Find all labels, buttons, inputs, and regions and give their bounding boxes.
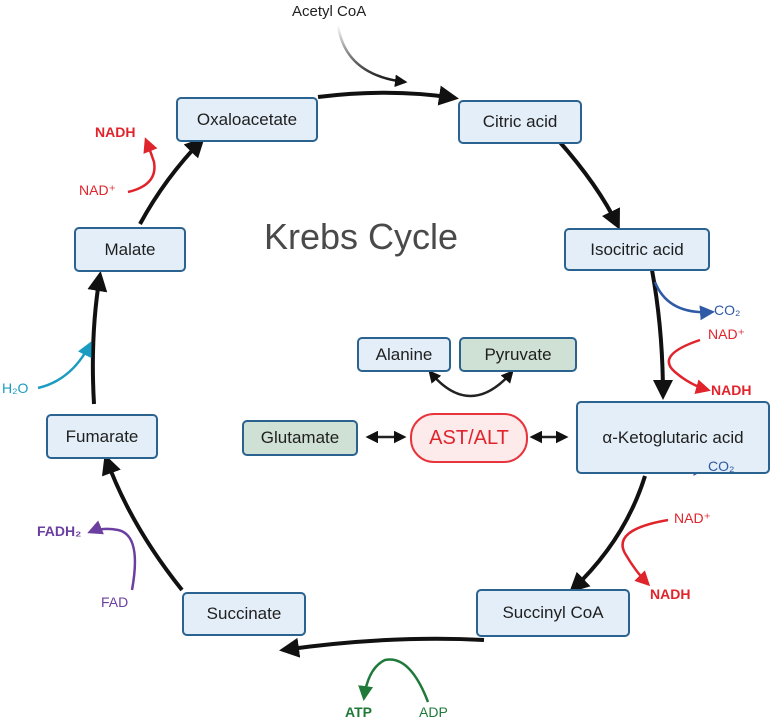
box-isocitric-acid: Isocitric acid — [564, 228, 710, 271]
label-co2-isocitric: CO₂ — [714, 302, 741, 318]
label-atp: ATP — [345, 704, 372, 720]
enzyme-ast-alt: AST/ALT — [410, 413, 528, 463]
box-fumarate: Fumarate — [46, 414, 158, 459]
arrow-fad-to-fadh2 — [87, 520, 137, 591]
box-malate: Malate — [74, 227, 186, 272]
arrow-succinate-to-fumarate — [101, 454, 184, 592]
arrow-nad-to-nadh-isocitric — [667, 338, 711, 395]
label-nad-akg: NAD⁺ — [674, 510, 711, 526]
box-pyruvate: Pyruvate — [459, 337, 577, 372]
box-alpha-ketoglutaric-acid: α-Ketoglutaric acid — [576, 401, 770, 474]
arrow-nad-to-nadh-akg — [621, 518, 669, 587]
arrow-alanine-pyruvate — [428, 370, 514, 398]
box-succinate: Succinate — [182, 592, 306, 636]
label-nadh-isocitric: NADH — [711, 382, 752, 398]
arrow-h2o-in — [37, 341, 92, 390]
arrow-malate-to-oxaloacetate — [138, 137, 205, 225]
arrow-fumarate-to-malate — [87, 271, 108, 405]
arrow-co2-from-isocitric — [653, 281, 715, 321]
label-co2-akg: CO₂ — [708, 458, 735, 474]
label-nadh-malate: NADH — [95, 124, 136, 140]
arrow-succinylcoa-to-succinate — [279, 636, 485, 658]
label-h2o: H₂O — [2, 380, 29, 396]
label-nad-isocitric: NAD⁺ — [708, 326, 745, 342]
label-fad: FAD — [101, 594, 129, 610]
label-nadh-akg: NADH — [650, 586, 691, 602]
arrow-acetyl-coa-input — [336, 24, 408, 88]
diagram-title: Krebs Cycle — [264, 216, 459, 257]
box-citric-acid: Citric acid — [458, 100, 582, 144]
box-oxaloacetate: Oxaloacetate — [176, 97, 318, 142]
arrow-nad-to-nadh-malate — [127, 137, 158, 194]
label-fadh2: FADH₂ — [37, 523, 82, 539]
label-nad-malate: NAD⁺ — [79, 182, 116, 198]
arrow-akg-to-succinylcoa — [569, 475, 647, 593]
box-glutamate: Glutamate — [242, 420, 358, 456]
arrow-oxaloacetate-to-citric — [317, 85, 459, 106]
box-alanine: Alanine — [357, 337, 451, 372]
arrow-adp-to-atp — [358, 658, 430, 703]
box-succinyl-coa: Succinyl CoA — [476, 589, 630, 637]
arrow-citric-to-isocitric — [556, 138, 620, 230]
label-acetyl-coa: Acetyl CoA — [292, 3, 367, 20]
label-adp: ADP — [419, 704, 448, 720]
